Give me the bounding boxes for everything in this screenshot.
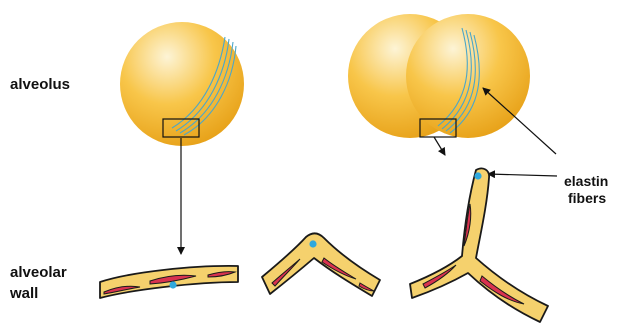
right-alveoli (348, 14, 530, 138)
alveolar-wall-label-line2: wall (9, 285, 38, 302)
bent-wall-nucleus (309, 240, 316, 247)
alveolus-label: alveolus (10, 76, 70, 93)
branched-wall-body (410, 168, 548, 322)
bent-alveolar-wall (262, 233, 380, 296)
right-zoom-arrow (434, 137, 445, 155)
elastin-fibers-label-line1: elastin (564, 173, 608, 189)
branched-wall-nucleus (474, 172, 481, 179)
alveolar-wall-label-line1: alveolar (10, 264, 67, 281)
branched-alveolar-wall (410, 168, 548, 322)
elastin-pointer-arrow-lower (488, 174, 557, 176)
straight-alveolar-wall (100, 266, 238, 298)
elastin-fibers-label-line2: fibers (568, 190, 606, 206)
straight-wall-nucleus (169, 281, 176, 288)
left-alveolus (120, 22, 244, 146)
